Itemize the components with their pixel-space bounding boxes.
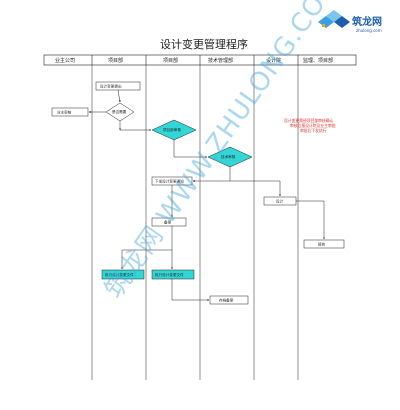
node-receive: 接收	[303, 239, 345, 249]
node-owner-review: 业主审核	[51, 107, 89, 117]
node-exec-pm-label: 执行设计变更文件	[105, 272, 134, 277]
node-owner-review-label: 业主审核	[57, 110, 72, 115]
node-archive: 存档备案	[209, 295, 249, 305]
node-receive-label: 接收	[318, 242, 326, 247]
logo-site: zhulong.com	[356, 28, 382, 33]
lane-label-pm: 项目部	[108, 57, 123, 64]
node-need-decision: 是否需要	[105, 102, 135, 122]
note-line-3: 审批后下发执行	[300, 128, 327, 133]
node-propose-label: 设计变更提出	[100, 84, 122, 89]
node-tech-review-label: 技术审核	[221, 154, 236, 159]
node-archive-label: 存档备案	[219, 298, 234, 303]
lane-label-owner: 业主公司	[55, 57, 75, 64]
note: 设计变更需经项目部审核确认 审核后报设计院及业主审批 审批后下发执行	[284, 118, 336, 133]
logo: 筑龙网 zhulong.com	[318, 10, 382, 33]
node-ref-label: 备案	[164, 220, 172, 225]
node-exec-pm: 执行设计变更文件	[101, 269, 145, 280]
lane-label-supervisor: 监理、项目部	[303, 57, 333, 64]
node-propose: 设计变更提出	[95, 81, 141, 91]
logo-icon	[318, 10, 350, 28]
node-site-review-decision: 项目部审核	[151, 119, 197, 141]
page-title: 设计变更管理程序	[160, 37, 248, 51]
logo-name: 筑龙网	[352, 15, 382, 28]
lane-header: 业主公司 项目部 项目部 技术管理部 设计院 监理、项目部	[43, 54, 357, 66]
lane-dividers	[91, 65, 299, 380]
lane-label-site: 项目部	[163, 57, 178, 64]
node-issue-label: 下发设计变更通知	[155, 179, 184, 184]
node-site-review-label: 项目部审核	[163, 127, 181, 132]
node-exec-site: 执行设计变更文件	[151, 269, 195, 280]
node-redesign-label: 设计	[276, 199, 284, 204]
node-exec-site-label: 执行设计变更文件	[155, 272, 184, 277]
node-redesign: 设计	[263, 196, 297, 206]
node-ref: 备案	[151, 217, 187, 227]
lane-label-tech: 技术管理部	[208, 57, 233, 64]
connectors	[88, 89, 325, 301]
node-need-label: 是否需要	[112, 109, 127, 114]
note-line-1: 设计变更需经项目部审核确认	[284, 118, 334, 123]
lane-label-design: 设计院	[266, 57, 281, 64]
note-line-2: 审核后报设计院及业主审批	[290, 123, 336, 128]
